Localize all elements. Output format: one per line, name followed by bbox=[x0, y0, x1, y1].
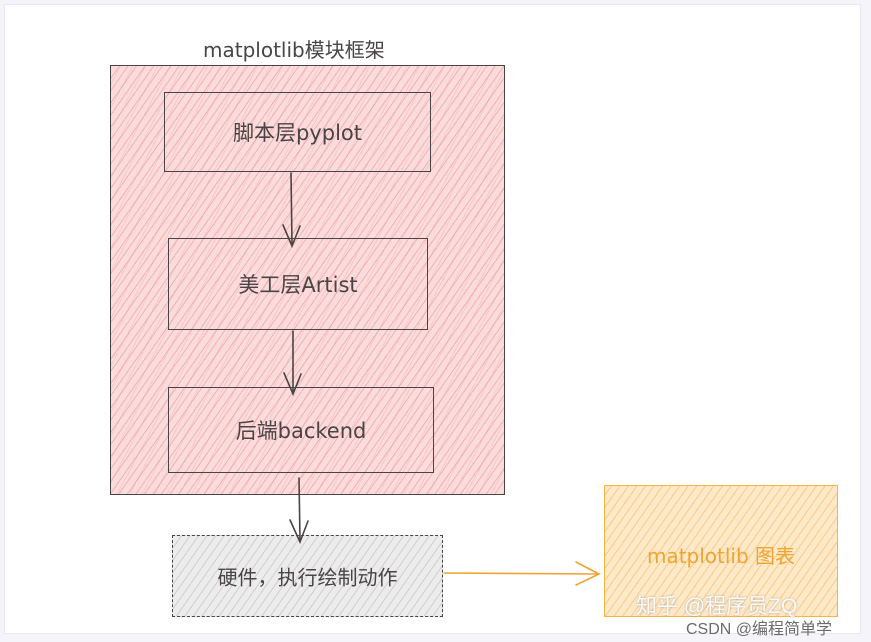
output-chart-box: matplotlib 图表 bbox=[604, 485, 838, 617]
hardware-label: 硬件，执行绘制动作 bbox=[217, 565, 398, 590]
layer-artist-label: 美工层Artist bbox=[238, 273, 358, 297]
layer-backend-label: 后端backend bbox=[235, 419, 367, 443]
csdn-watermark: CSDN @编程简单学 bbox=[686, 621, 833, 638]
output-chart-label: matplotlib 图表 bbox=[646, 544, 796, 568]
matplotlib-framework-group bbox=[110, 65, 505, 495]
hardware-box: 硬件，执行绘制动作 bbox=[172, 535, 443, 617]
layer-artist-box: 美工层Artist bbox=[168, 238, 428, 330]
layer-backend-box: 后端backend bbox=[168, 387, 434, 473]
layer-pyplot-box: 脚本层pyplot bbox=[164, 92, 431, 172]
group-title: matplotlib模块框架 bbox=[203, 38, 385, 62]
zhihu-watermark: 知乎 @程序员ZQ bbox=[636, 595, 798, 618]
layer-pyplot-label: 脚本层pyplot bbox=[232, 121, 362, 145]
